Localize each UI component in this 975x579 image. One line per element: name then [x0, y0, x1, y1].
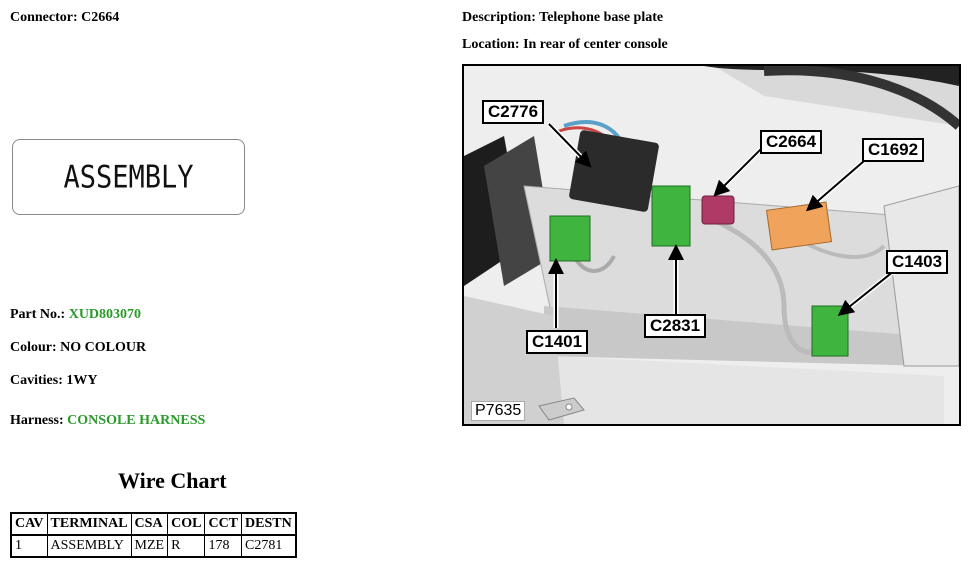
- table-row: 1 ASSEMBLY MZE R 178 C2781: [10, 534, 297, 558]
- callout-c1401: C1401: [526, 330, 589, 354]
- wire-chart-header-row: CAV TERMINAL CSA COL CCT DESTN: [10, 512, 297, 536]
- harness-line: Harness: CONSOLE HARNESS: [10, 413, 205, 429]
- connector-label: Connector:: [10, 10, 78, 25]
- colour-label: Colour:: [10, 340, 57, 355]
- connector-heading: Connector: C2664: [10, 10, 119, 26]
- assembly-image: ASSEMBLY: [12, 139, 245, 215]
- header-cav: CAV: [10, 512, 48, 536]
- cavities-label: Cavities:: [10, 373, 63, 388]
- part-no-label: Part No.:: [10, 307, 66, 322]
- header-terminal: TERMINAL: [46, 512, 132, 536]
- colour-value: NO COLOUR: [60, 340, 147, 355]
- cavities-line: Cavities: 1WY: [10, 373, 98, 389]
- assembly-text: ASSEMBLY: [63, 159, 194, 195]
- connector-c1401-shape: [549, 215, 591, 262]
- connector-c2831-shape: [651, 185, 691, 247]
- connector-c2776-shape: [569, 130, 659, 212]
- cell-destn: C2781: [241, 534, 297, 558]
- cell-csa: MZE: [130, 534, 169, 558]
- connector-value: C2664: [81, 10, 120, 25]
- header-csa: CSA: [130, 512, 169, 536]
- description-line: Description: Telephone base plate: [462, 10, 663, 26]
- location-value: In rear of center console: [523, 37, 668, 52]
- callout-c1403: C1403: [886, 250, 949, 274]
- description-value: Telephone base plate: [539, 10, 664, 25]
- header-cct: CCT: [204, 512, 243, 536]
- photo-reference: P7635: [471, 401, 526, 421]
- connector-c1403-shape: [811, 305, 849, 357]
- callout-c2831: C2831: [644, 314, 707, 338]
- cell-col: R: [167, 534, 206, 558]
- location-line: Location: In rear of center console: [462, 37, 668, 53]
- cell-terminal: ASSEMBLY: [46, 534, 132, 558]
- photo-illustration: [464, 66, 959, 424]
- harness-value[interactable]: CONSOLE HARNESS: [67, 413, 206, 428]
- connector-c2664-shape: [701, 195, 735, 225]
- callout-c1692: C1692: [862, 138, 925, 162]
- callout-c2776: C2776: [482, 100, 545, 124]
- description-label: Description:: [462, 10, 536, 25]
- header-col: COL: [167, 512, 206, 536]
- connector-c1692-shape: [765, 201, 833, 251]
- cell-cct: 178: [204, 534, 243, 558]
- colour-line: Colour: NO COLOUR: [10, 340, 146, 356]
- cavities-value: 1WY: [66, 373, 98, 388]
- location-photo: C2776 C2664 C1692 C1403 C1401 C2831 P763…: [462, 64, 961, 426]
- part-no-line: Part No.: XUD803070: [10, 307, 141, 323]
- callout-c2664: C2664: [760, 130, 823, 154]
- cell-cav: 1: [10, 534, 48, 558]
- header-destn: DESTN: [241, 512, 297, 536]
- harness-label: Harness:: [10, 413, 64, 428]
- wire-chart-table: CAV TERMINAL CSA COL CCT DESTN 1 ASSEMBL…: [10, 512, 297, 558]
- wire-chart-title: Wire Chart: [118, 468, 227, 493]
- location-label: Location:: [462, 37, 520, 52]
- part-no-value[interactable]: XUD803070: [68, 307, 142, 322]
